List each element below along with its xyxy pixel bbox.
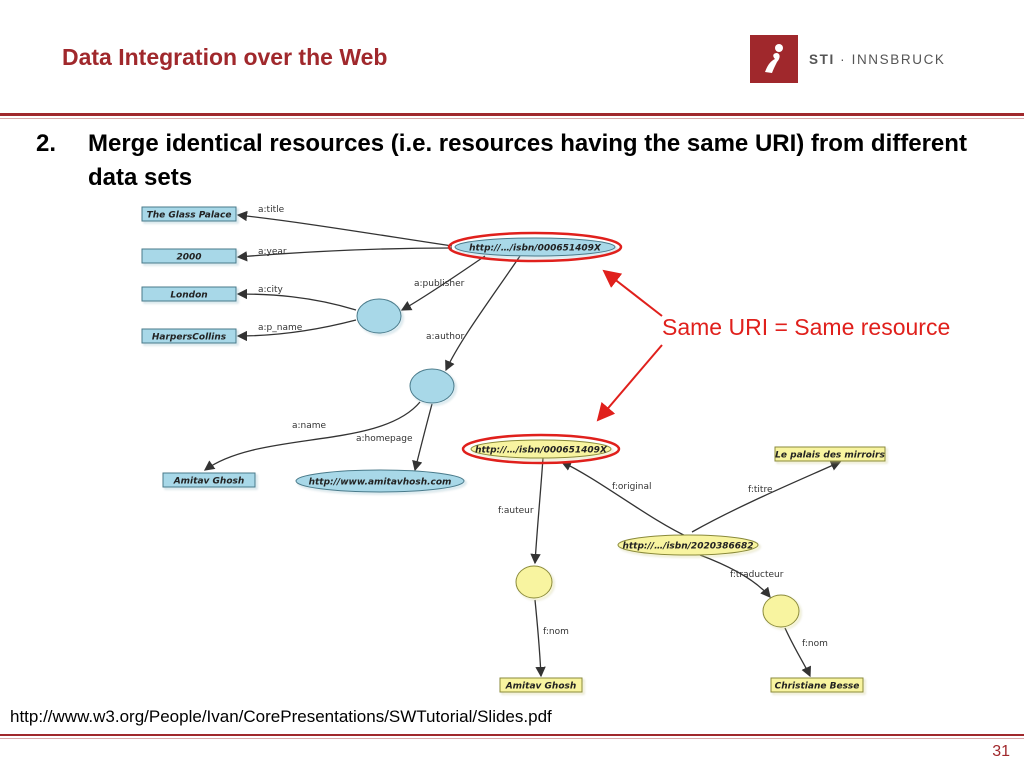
- edge-publisher: [400, 255, 486, 311]
- edge-label-year: a:year: [258, 247, 287, 257]
- edge-author: [445, 255, 521, 372]
- edge-pname: [236, 319, 357, 342]
- edge-label-traducteur: f:traducteur: [730, 570, 784, 580]
- edge-city: [236, 288, 357, 311]
- node-author-name-2: Amitav Ghosh: [505, 682, 577, 692]
- node-publisher-name: HarpersCollins: [152, 333, 227, 343]
- node-city: London: [170, 291, 207, 301]
- edge-label-pname: a:p_name: [258, 323, 303, 333]
- edge-nom2: [784, 627, 811, 678]
- graph1-edge-labels: a:title a:year a:city a:p_name a:publish…: [258, 205, 465, 444]
- edge-label-titre: f:titre: [748, 485, 773, 495]
- callout-arrow-up: [602, 269, 663, 317]
- callout-arrow-down: [596, 344, 663, 422]
- edge-label-city: a:city: [258, 285, 284, 295]
- header-rule-thin: [0, 118, 1024, 119]
- same-uri-callout: Same URI = Same resource: [662, 314, 951, 340]
- footer-rule: [0, 734, 1024, 736]
- node-year: 2000: [176, 253, 201, 263]
- edge-year: [236, 247, 453, 262]
- graph1-nodes: The Glass Palace 2000 London HarpersColl…: [141, 206, 616, 493]
- node-uri-fr: http://…/isbn/2020386682: [622, 542, 753, 552]
- sti-logo-text: STI · INNSBRUCK: [809, 51, 946, 67]
- edge-name: [203, 401, 421, 471]
- node-translator-name: Christiane Besse: [775, 682, 860, 692]
- node-titre: Le palais des mirroirs: [775, 451, 885, 461]
- page-number: 31: [992, 743, 1010, 760]
- edge-auteur: [530, 457, 544, 565]
- graph2-edge-labels: f:original f:titre f:auteur f:traducteur…: [498, 482, 828, 649]
- bullet-number: 2.: [36, 130, 57, 157]
- edge-label-homepage: a:homepage: [356, 434, 413, 444]
- edge-label-auteur: f:auteur: [498, 506, 534, 516]
- node-author-name-1: Amitav Ghosh: [173, 477, 245, 487]
- node-title: The Glass Palace: [147, 211, 232, 221]
- node-uri-1: http://…/isbn/000651409X: [469, 244, 602, 254]
- graph2-nodes: http://…/isbn/000651409X Le palais des m…: [470, 439, 886, 693]
- sti-figure-icon: [765, 44, 783, 73]
- graph2-edges: [530, 457, 842, 678]
- node-homepage: http://www.amitavhosh.com: [309, 478, 452, 488]
- edge-label-title: a:title: [258, 205, 285, 215]
- bullet-text: Merge identical resources (i.e. resource…: [88, 130, 967, 191]
- callout-arrows: [596, 269, 663, 422]
- edge-label-author: a:author: [426, 332, 465, 342]
- source-url[interactable]: http://www.w3.org/People/Ivan/CorePresen…: [10, 707, 552, 726]
- uri-highlight-1: [447, 231, 623, 263]
- uri-highlight-2: [461, 433, 621, 465]
- graph1-edges: [203, 210, 521, 472]
- footer-rule-thin: [0, 738, 1024, 739]
- edge-titre: [691, 460, 842, 533]
- edge-label-publisher: a:publisher: [414, 279, 465, 289]
- edge-label-nom-1: f:nom: [543, 627, 569, 637]
- node-uri-2: http://…/isbn/000651409X: [475, 446, 608, 456]
- slide-title: Data Integration over the Web: [62, 44, 388, 70]
- edge-title: [236, 210, 453, 247]
- edge-label-nom-2: f:nom: [802, 639, 828, 649]
- edge-label-name: a:name: [292, 421, 327, 431]
- edge-original: [560, 461, 691, 539]
- sti-logo-mark: [750, 35, 798, 83]
- edge-traducteur: [699, 554, 771, 598]
- sti-logo: STI · INNSBRUCK: [750, 35, 970, 83]
- header-rule: [0, 113, 1024, 116]
- edge-homepage: [412, 403, 433, 472]
- edge-label-original: f:original: [612, 482, 652, 492]
- edge-nom1: [534, 599, 546, 678]
